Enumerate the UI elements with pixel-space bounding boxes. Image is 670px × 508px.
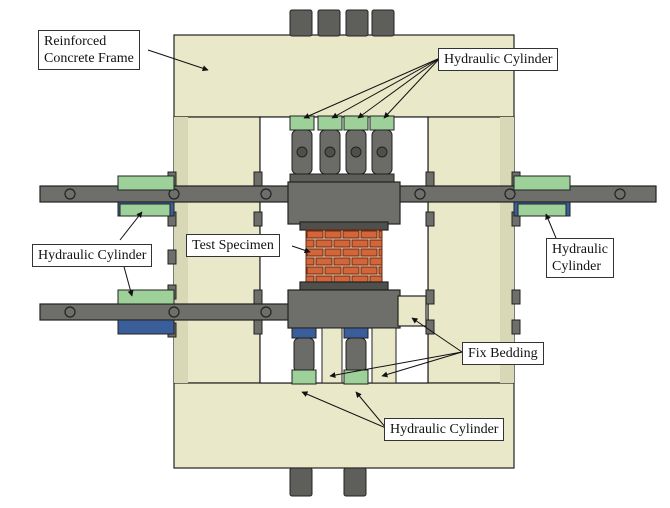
fix-bedding — [321, 327, 397, 384]
label-test-specimen: Test Specimen — [186, 234, 280, 257]
specimen-brick — [378, 248, 383, 257]
specimen-brick — [360, 248, 378, 257]
bottom-anchor-plates — [289, 467, 367, 497]
bottom-loading-head — [287, 281, 427, 329]
specimen-brick — [351, 257, 369, 266]
specimen-brick — [305, 257, 315, 266]
left-lower-beam — [39, 303, 321, 321]
concrete-frame — [173, 34, 515, 469]
label-fix-bedding: Fix Bedding — [462, 342, 544, 365]
label-hydraulic-cylinder-right: Hydraulic Cylinder — [546, 238, 614, 278]
bottom-hydraulic-cylinders — [291, 327, 369, 385]
specimen-brick — [351, 239, 369, 248]
specimen-brick — [342, 266, 360, 275]
specimen-brick — [315, 257, 333, 266]
top-cylinder-4 — [369, 115, 395, 175]
specimen-mortar — [305, 229, 383, 285]
left-hydraulic-cylinders — [117, 175, 175, 335]
specimen-brick — [342, 248, 360, 257]
leader-lines — [119, 49, 557, 429]
specimen-brick — [369, 257, 383, 266]
specimen-brick — [305, 239, 315, 248]
label-hydraulic-cylinder-left: Hydraulic Cylinder — [32, 244, 153, 267]
top-loading-head — [287, 181, 401, 231]
top-anchor-plates — [289, 9, 395, 37]
specimen-brick — [324, 248, 342, 257]
test-specimen-brick-wall — [305, 229, 383, 285]
specimen-brick — [342, 230, 360, 239]
specimen-brick — [369, 239, 383, 248]
specimen-brick — [324, 266, 342, 275]
specimen-brick — [306, 266, 324, 275]
top-hydraulic-cylinders — [289, 115, 395, 183]
label-reinforced-concrete-frame: Reinforced Concrete Frame — [38, 30, 140, 70]
horizontal-loading-beams — [39, 185, 657, 321]
right-hydraulic-cylinders — [513, 175, 571, 217]
top-cylinder-1 — [289, 115, 315, 175]
specimen-brick — [315, 239, 333, 248]
specimen-brick — [378, 266, 383, 275]
label-hydraulic-cylinder-bottom: Hydraulic Cylinder — [384, 418, 505, 441]
top-cylinder-3 — [343, 115, 369, 175]
specimen-brick — [306, 248, 324, 257]
left-upper-beam — [39, 185, 321, 203]
top-cylinder-2 — [317, 115, 343, 175]
specimen-brick — [360, 230, 378, 239]
specimen-brick — [360, 266, 378, 275]
label-hydraulic-cylinder-top: Hydraulic Cylinder — [438, 48, 559, 71]
specimen-brick — [378, 230, 383, 239]
specimen-brick — [333, 257, 351, 266]
specimen-brick — [306, 230, 324, 239]
specimen-brick — [333, 239, 351, 248]
side-anchor-tabs — [167, 171, 521, 338]
specimen-brick — [324, 230, 342, 239]
